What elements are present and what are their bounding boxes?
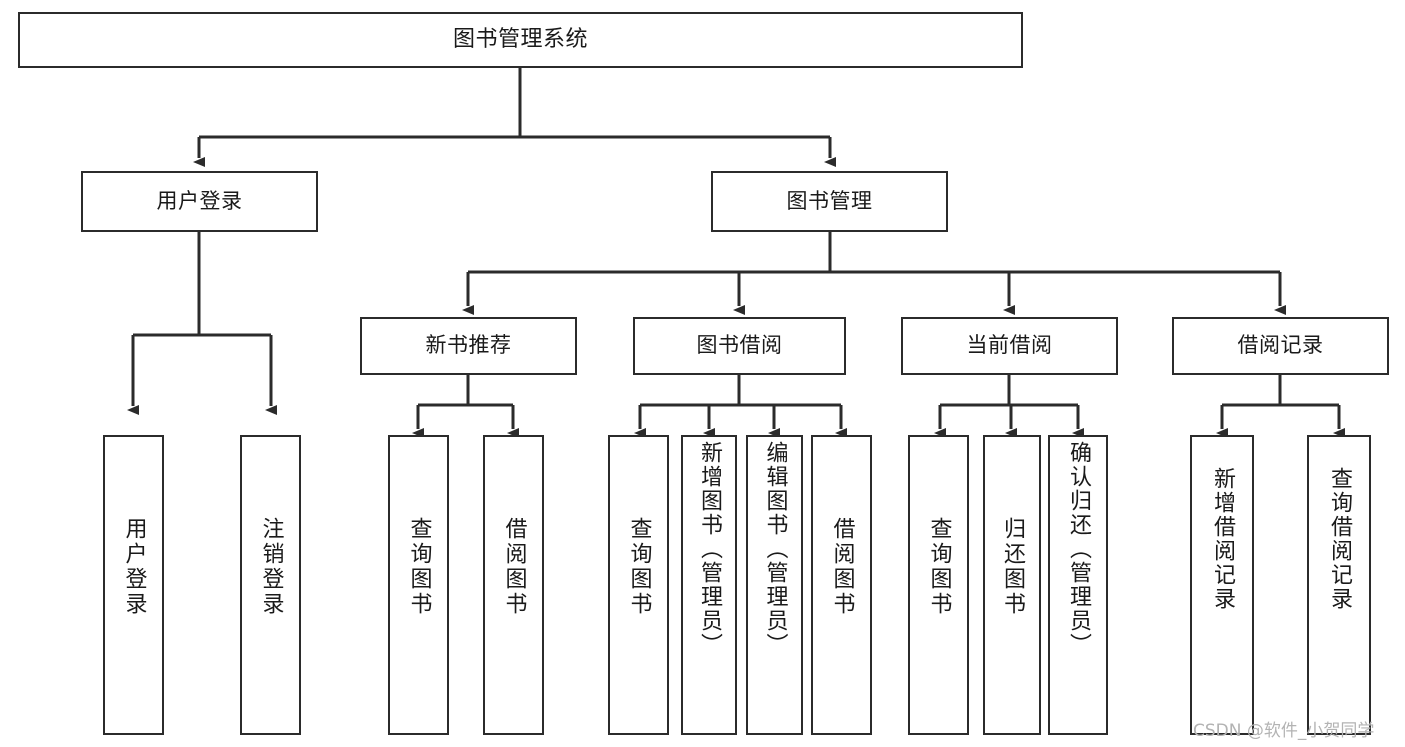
node-label: 查询图书 bbox=[406, 517, 432, 617]
leaf-confirm-return-admin[interactable]: 确认归还（管理员） bbox=[1048, 435, 1108, 735]
node-user-login[interactable]: 用户登录 bbox=[81, 171, 318, 232]
leaf-query-borrow-record[interactable]: 查询借阅记录 bbox=[1307, 435, 1371, 735]
node-label: 图书借阅 bbox=[696, 333, 783, 358]
node-label: 用户登录 bbox=[156, 188, 243, 213]
node-label: 图书管理系统 bbox=[452, 26, 588, 52]
leaf-add-borrow-record[interactable]: 新增借阅记录 bbox=[1190, 435, 1254, 735]
node-label: 确认归还（管理员） bbox=[1066, 441, 1091, 657]
node-label: 查询图书 bbox=[926, 517, 952, 617]
leaf-logout-login[interactable]: 注销登录 bbox=[240, 435, 301, 735]
leaf-add-book-admin[interactable]: 新增图书（管理员） bbox=[681, 435, 737, 735]
node-label: 借阅图书 bbox=[501, 517, 527, 617]
node-label: 用户登录 bbox=[121, 517, 147, 617]
leaf-borrow-book-action[interactable]: 借阅图书 bbox=[811, 435, 872, 735]
node-label: 借阅图书 bbox=[829, 517, 855, 617]
node-label: 图书管理 bbox=[786, 188, 873, 213]
node-book-borrow[interactable]: 图书借阅 bbox=[633, 317, 846, 375]
node-root-system[interactable]: 图书管理系统 bbox=[18, 12, 1023, 68]
node-new-book-recommend[interactable]: 新书推荐 bbox=[360, 317, 577, 375]
node-label: 新增借阅记录 bbox=[1210, 467, 1235, 611]
node-label: 编辑图书（管理员） bbox=[762, 441, 788, 657]
node-label: 注销登录 bbox=[258, 517, 284, 617]
leaf-query-book-new[interactable]: 查询图书 bbox=[388, 435, 449, 735]
node-label: 查询借阅记录 bbox=[1327, 467, 1352, 611]
node-label: 新书推荐 bbox=[425, 333, 512, 358]
node-label: 当前借阅 bbox=[966, 333, 1053, 358]
leaf-query-book-borrow[interactable]: 查询图书 bbox=[608, 435, 669, 735]
node-label: 借阅记录 bbox=[1237, 333, 1324, 358]
node-borrow-record[interactable]: 借阅记录 bbox=[1172, 317, 1389, 375]
node-label: 归还图书 bbox=[1000, 517, 1025, 617]
node-current-borrow[interactable]: 当前借阅 bbox=[901, 317, 1118, 375]
node-label: 新增图书（管理员） bbox=[697, 441, 722, 657]
leaf-edit-book-admin[interactable]: 编辑图书（管理员） bbox=[746, 435, 803, 735]
leaf-return-book[interactable]: 归还图书 bbox=[983, 435, 1041, 735]
node-book-management[interactable]: 图书管理 bbox=[711, 171, 948, 232]
leaf-query-book-current[interactable]: 查询图书 bbox=[908, 435, 969, 735]
node-label: 查询图书 bbox=[626, 517, 652, 617]
leaf-user-login[interactable]: 用户登录 bbox=[103, 435, 164, 735]
leaf-borrow-book-new[interactable]: 借阅图书 bbox=[483, 435, 544, 735]
